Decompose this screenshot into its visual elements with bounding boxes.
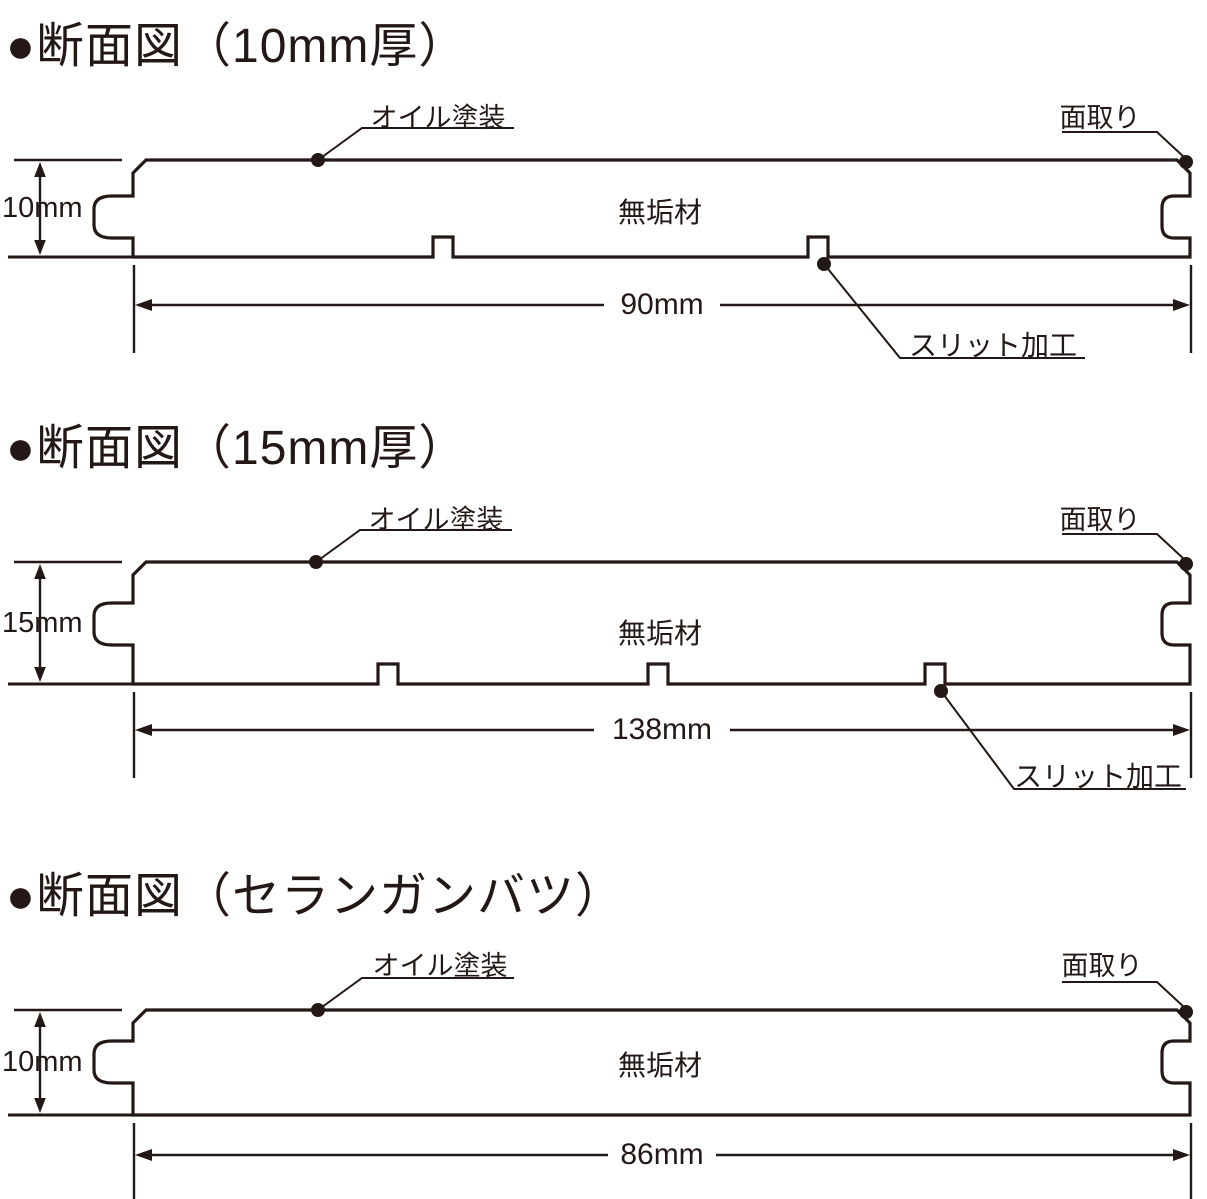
oil-dot (309, 555, 323, 569)
slit-dot (817, 257, 831, 271)
width-dimension-label: 86mm (620, 1138, 704, 1171)
oil-dot (311, 153, 325, 167)
chamfer-dot (1179, 557, 1193, 571)
oil-leader-line (317, 977, 514, 1011)
slit-leader-line (823, 263, 1085, 359)
chamfer-leader-line (1062, 533, 1186, 561)
plank-outline (92, 1008, 1192, 1117)
solid-wood-label: 無垢材 (617, 618, 703, 649)
chamfer-label: 面取り (1061, 951, 1143, 981)
thickness-arrow-up (34, 162, 46, 177)
width-dimension-label: 90mm (620, 288, 704, 321)
section-title-10mm: ●断面図（10mm厚） (6, 20, 468, 73)
section-title-15mm: ●断面図（15mm厚） (6, 422, 468, 475)
plank-outline (92, 158, 1192, 259)
oil-leader-line (317, 127, 514, 161)
thickness-dimension-label: 15mm (2, 607, 83, 639)
width-dimension-label: 138mm (611, 713, 713, 746)
chamfer-leader-line (1062, 131, 1186, 159)
thickness-arrow-down (34, 240, 46, 255)
slit-dot (934, 684, 948, 698)
thickness-dimension-label: 10mm (2, 1046, 83, 1078)
chamfer-dot (1179, 1005, 1193, 1019)
thickness-arrow-down (34, 667, 46, 682)
chamfer-dot (1179, 155, 1193, 169)
width-arrow-left (135, 1149, 152, 1161)
solid-wood-label: 無垢材 (617, 1050, 703, 1081)
width-arrow-left (135, 724, 152, 736)
oil-coating-label: オイル塗装 (368, 505, 504, 535)
slit-processing-label: スリット加工 (908, 330, 1078, 361)
chamfer-leader-line (1062, 981, 1186, 1009)
oil-coating-label: オイル塗装 (372, 951, 508, 981)
solid-wood-label: 無垢材 (617, 197, 703, 228)
chamfer-label: 面取り (1059, 103, 1141, 133)
chamfer-label: 面取り (1059, 505, 1141, 535)
slit-leader-line (940, 690, 1186, 790)
oil-dot (311, 1003, 325, 1017)
section-title-selangan-batu: ●断面図（セランガンバツ） (6, 870, 624, 923)
width-arrow-right (1173, 1149, 1190, 1161)
width-arrow-left (135, 299, 152, 311)
width-arrow-right (1173, 724, 1190, 736)
thickness-arrow-up (34, 1012, 46, 1027)
thickness-arrow-down (34, 1098, 46, 1113)
thickness-dimension-label: 10mm (2, 192, 83, 224)
slit-processing-label: スリット加工 (1013, 761, 1183, 792)
width-arrow-right (1173, 299, 1190, 311)
thickness-arrow-up (34, 564, 46, 579)
plank-outline (92, 560, 1192, 686)
oil-coating-label: オイル塗装 (370, 103, 506, 133)
oil-leader-line (315, 529, 512, 563)
